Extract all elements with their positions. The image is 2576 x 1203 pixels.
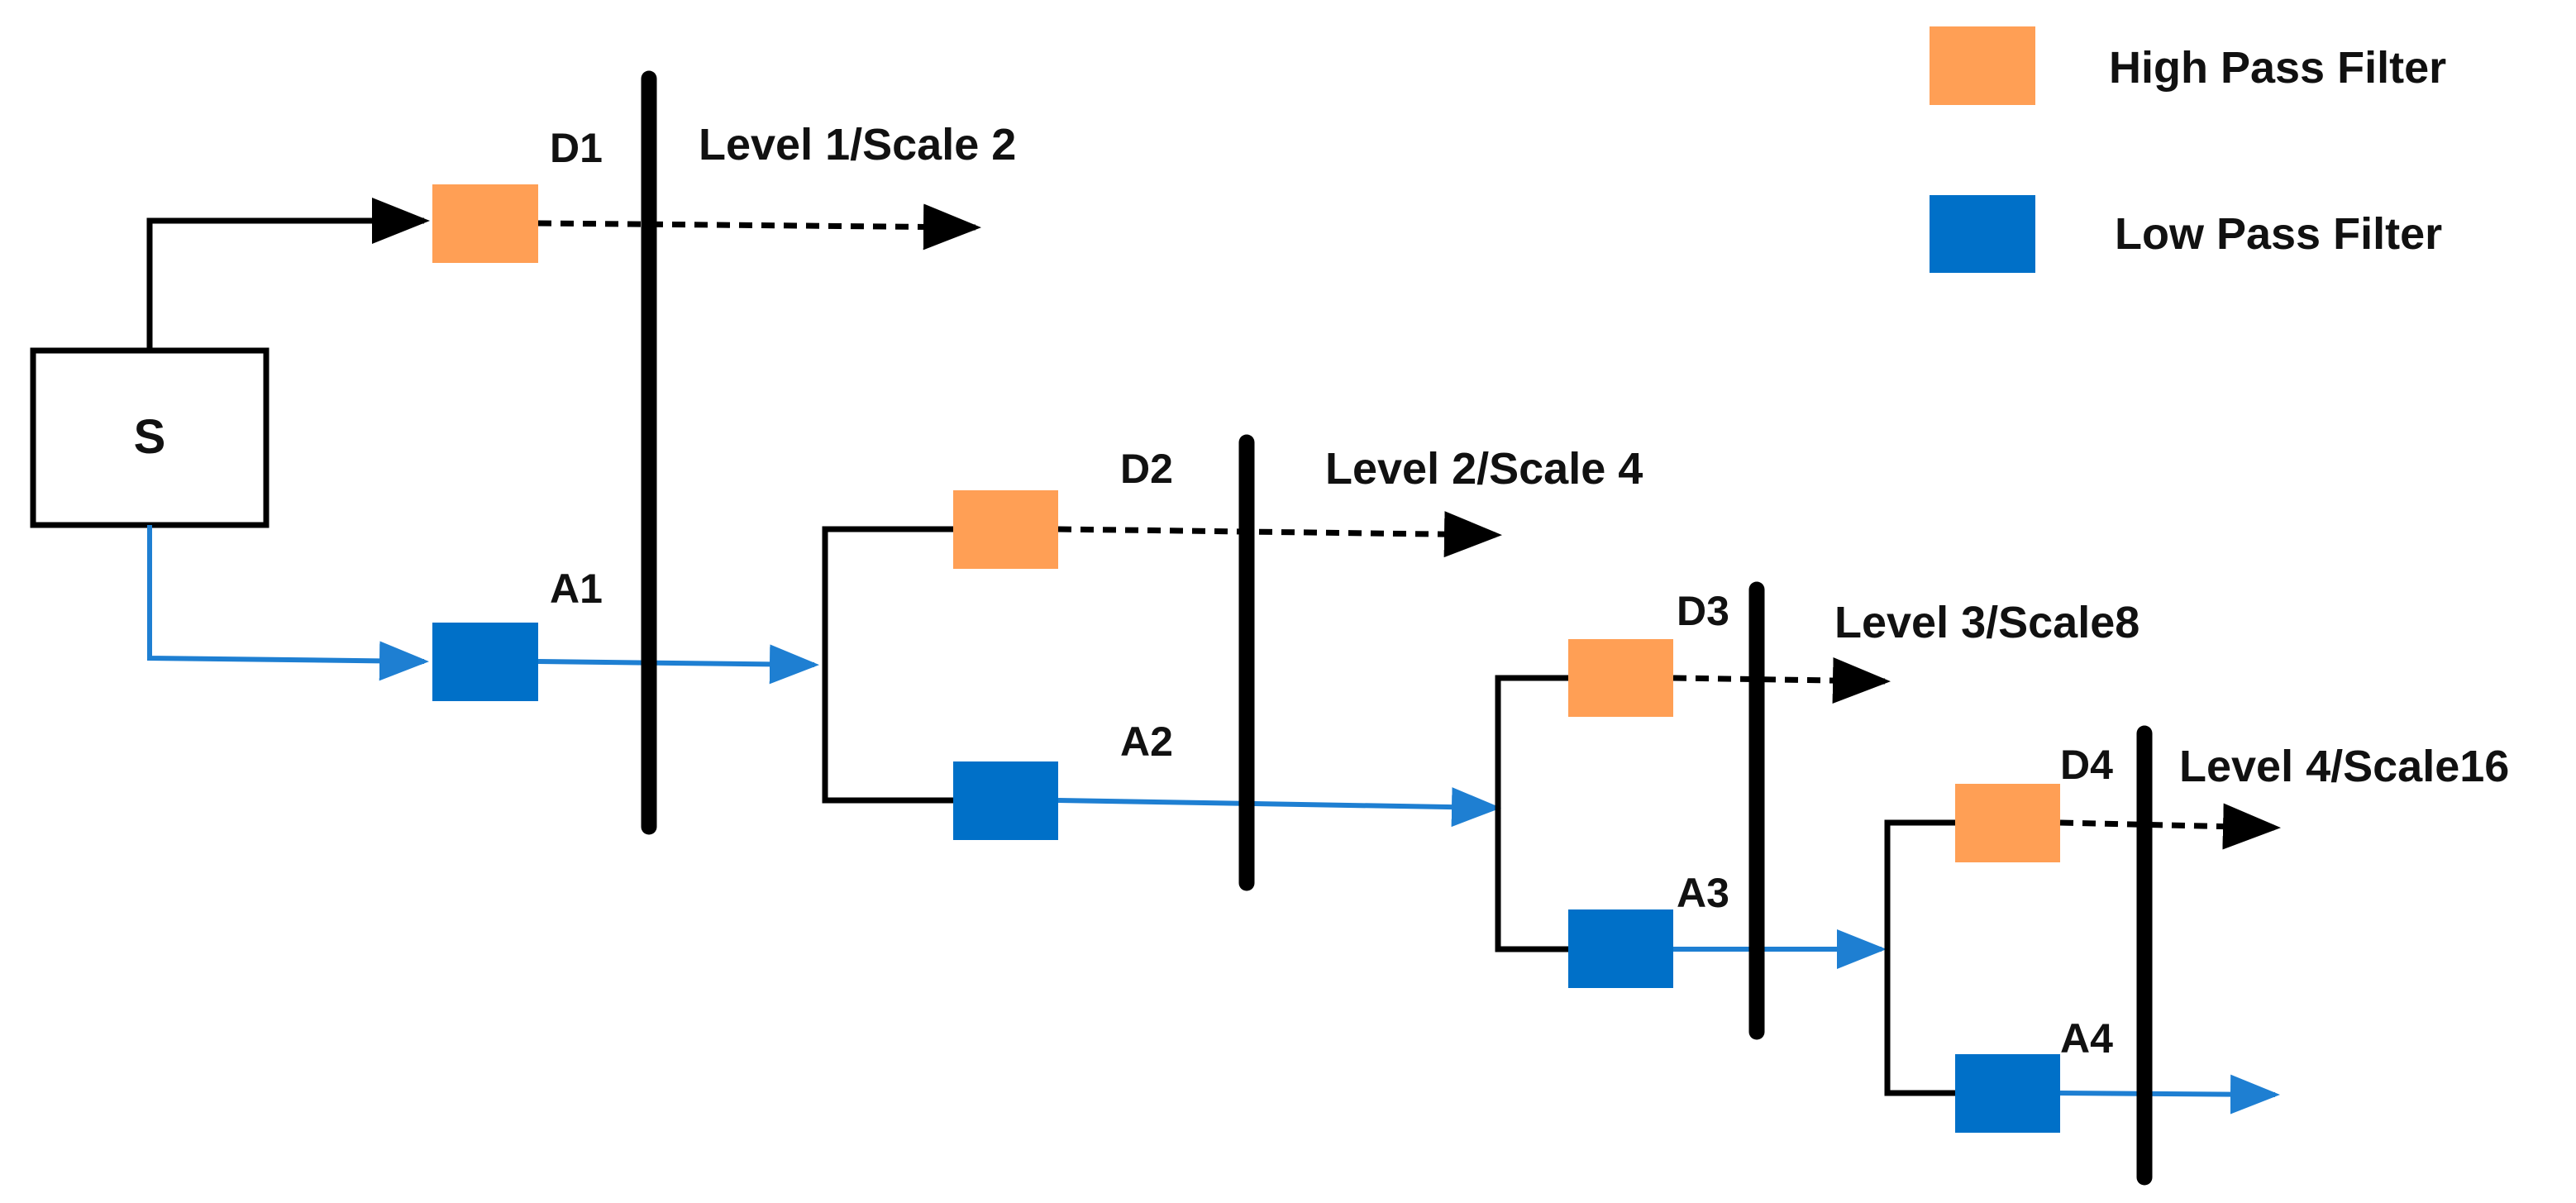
level-scale-label: Level 1/Scale 2 — [699, 120, 1016, 169]
low-pass-filter-block — [953, 761, 1058, 840]
legend-low-pass-label: Low Pass Filter — [2115, 209, 2442, 259]
legend-low-pass-swatch — [1930, 195, 2035, 273]
low-pass-filter-block — [1955, 1054, 2060, 1133]
source-to-low-pass-wire — [147, 525, 429, 681]
approximation-label: A1 — [550, 566, 603, 612]
level-scale-label: Level 4/Scale16 — [2179, 742, 2509, 791]
approximation-output-wire — [2059, 1074, 2280, 1115]
detail-output-wire — [1672, 657, 1891, 704]
legend-high-pass-swatch — [1930, 26, 2035, 105]
approximation-output-wire — [537, 644, 819, 685]
approximation-label: A3 — [1677, 870, 1729, 916]
low-pass-filter-block — [1568, 909, 1673, 988]
source-label: S — [134, 410, 166, 464]
detail-label: D4 — [2060, 742, 2113, 788]
low-pass-filter-block — [432, 623, 538, 701]
high-pass-filter-block — [953, 490, 1058, 569]
source-to-high-pass-wire — [146, 198, 430, 351]
legend: High Pass Filter Low Pass Filter — [1930, 26, 2446, 273]
detail-label: D3 — [1677, 588, 1729, 634]
detail-output-wire — [537, 203, 981, 251]
approximation-label: A2 — [1120, 718, 1173, 765]
approximation-label: A4 — [2060, 1015, 2113, 1062]
high-pass-filter-block — [432, 184, 538, 263]
level-scale-label: Level 2/Scale 4 — [1325, 444, 1643, 494]
level-4-split-wire — [1884, 819, 1955, 1096]
detail-label: D1 — [550, 125, 603, 171]
detail-label: D2 — [1120, 446, 1173, 492]
detail-output-wire — [2059, 803, 2281, 850]
approximation-output-wire — [1057, 787, 1501, 828]
level-3-split-wire — [1495, 675, 1568, 952]
legend-high-pass-label: High Pass Filter — [2109, 43, 2446, 93]
level-scale-label: Level 3/Scale8 — [1834, 598, 2140, 647]
level-2-split-wire — [822, 526, 953, 804]
high-pass-filter-block — [1568, 639, 1673, 717]
high-pass-filter-block — [1955, 784, 2060, 862]
detail-output-wire — [1057, 511, 1502, 558]
source-box — [30, 347, 270, 528]
